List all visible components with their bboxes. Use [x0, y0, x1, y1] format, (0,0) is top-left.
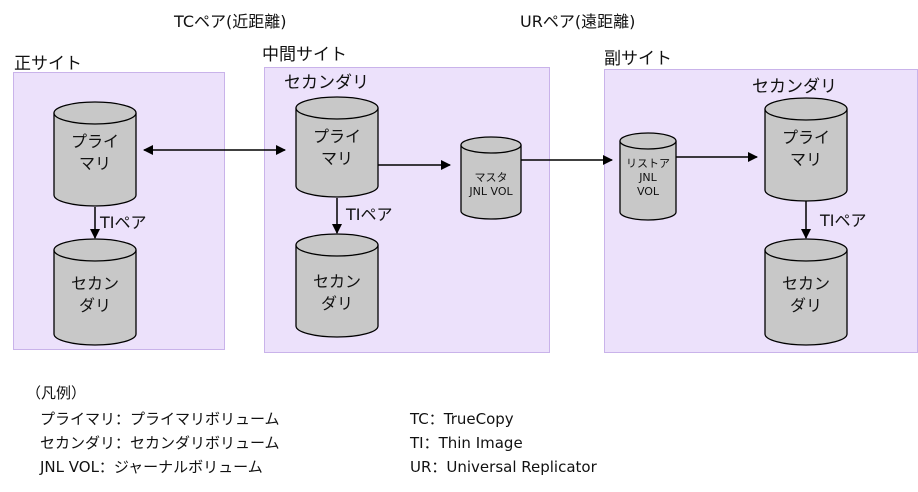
legend-heading: （凡例）: [26, 384, 87, 402]
label-mid-primary: プライマリ: [312, 127, 361, 168]
cyl-primary-site-primary: [53, 101, 137, 207]
label-primary-site-secondary: セカンダリ: [70, 274, 119, 315]
secondary-site-label: 副サイト: [604, 49, 672, 69]
remote-secondary-group-label: セカンダリ: [752, 77, 837, 97]
ti-pair-label-primary-site: TIペア: [100, 213, 147, 232]
label-mid-secondary: セカンダリ: [312, 272, 361, 313]
legend-left-2: JNL VOL：ジャーナルボリューム: [40, 458, 263, 476]
cyl-mid-secondary: [295, 233, 379, 338]
legend-left-1: セカンダリ：セカンダリボリューム: [40, 434, 280, 452]
ti-pair-label-mid-site: TIペア: [346, 205, 393, 224]
cyl-master-jnl: [460, 136, 522, 220]
cyl-restore-jnl: [619, 132, 677, 221]
legend-left-0: プライマリ：プライマリボリューム: [40, 410, 280, 428]
cyl-remote-secondary: [764, 238, 848, 346]
intermediate-secondary-group-label: セカンダリ: [284, 73, 369, 93]
tc-pair-label: TCペア(近距離): [174, 12, 287, 31]
label-remote-primary: プライマリ: [781, 128, 830, 169]
intermediate-site-label: 中間サイト: [262, 45, 347, 65]
ti-pair-label-remote-site: TIペア: [820, 211, 867, 230]
legend-right-1: TI：Thin Image: [410, 434, 523, 452]
cyl-mid-primary: [295, 96, 379, 198]
label-remote-secondary: セカンダリ: [781, 274, 830, 315]
ur-pair-label: URペア(遠距離): [520, 12, 636, 31]
legend-right-0: TC：TrueCopy: [410, 410, 514, 428]
label-primary-site-primary: プライマリ: [70, 132, 119, 173]
primary-site-label: 正サイト: [14, 54, 82, 74]
legend-right-2: UR：Universal Replicator: [410, 458, 597, 476]
cyl-remote-primary: [764, 97, 848, 202]
cyl-primary-site-secondary: [53, 238, 137, 346]
